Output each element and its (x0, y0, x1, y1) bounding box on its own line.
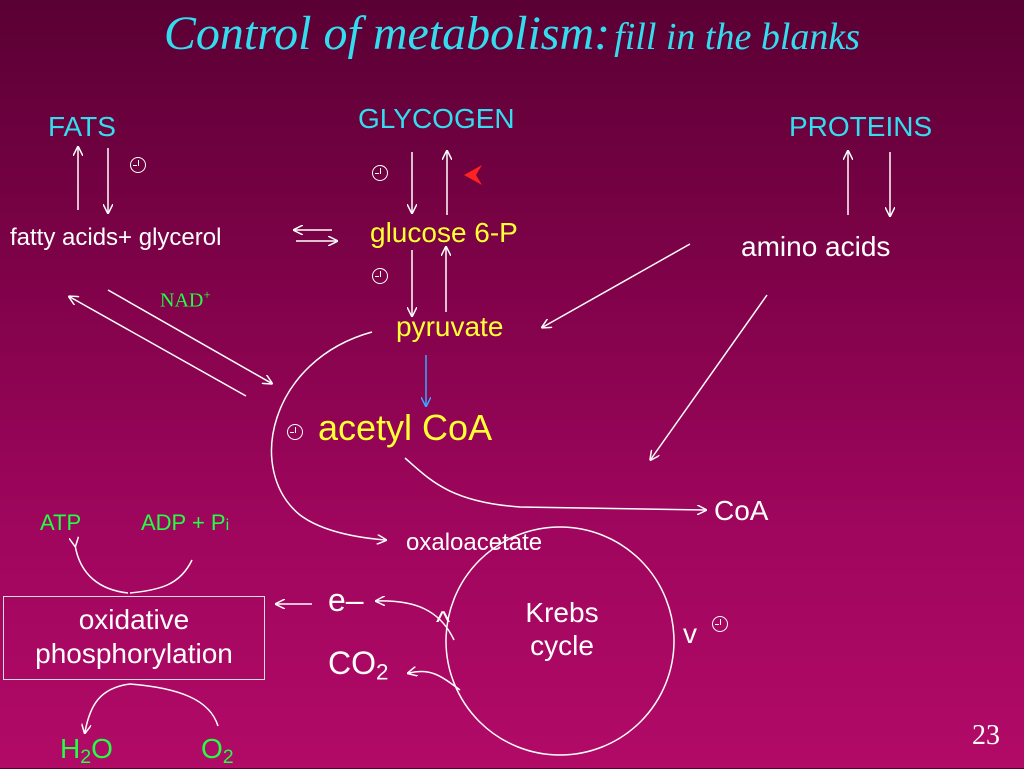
title-subtitle: fill in the blanks (614, 16, 861, 58)
coa-label: CoA (714, 495, 769, 526)
pointer-icon (464, 165, 482, 185)
h2o-subscript: 2 (80, 745, 92, 768)
oxaloacetate-label: oxaloacetate (406, 529, 543, 556)
fats-label: FATS (48, 111, 116, 142)
title-main: Control of metabolism: (163, 7, 611, 60)
nad-text: NAD (160, 289, 204, 312)
co2-label: CO2 (328, 645, 388, 686)
proteins-label: PROTEINS (789, 111, 933, 142)
krebs-line1: Krebs (525, 597, 599, 628)
co2-text: CO (328, 645, 376, 681)
krebs-cycle-label: Krebs cycle (510, 596, 614, 662)
glycogen-label: GLYCOGEN (358, 103, 515, 134)
caret-right: v (683, 618, 697, 649)
fatty-acids-label: fatty acids+ glycerol (10, 224, 222, 251)
clock-icon (372, 268, 388, 284)
atp-label: ATP (40, 510, 82, 535)
nad-superscript: + (203, 287, 211, 302)
h2o-o: O (91, 733, 113, 764)
adp-text: ADP + P (141, 510, 226, 535)
acetyl-coa-label: acetyl CoA (318, 407, 493, 448)
electron-label: e– (328, 582, 364, 618)
clock-icon (130, 157, 146, 173)
pyruvate-label: pyruvate (396, 311, 504, 342)
o2-o: O (201, 733, 223, 764)
clock-icon (712, 616, 728, 632)
clock-icon (372, 165, 388, 181)
box-line1: oxidative (78, 604, 190, 635)
slide-title: Control of metabolism: fill in the blank… (0, 6, 1024, 61)
o2-subscript: 2 (222, 745, 234, 768)
oxidative-phosphorylation-box: oxidative phosphorylation (3, 596, 265, 680)
caret-left: ^ (436, 606, 451, 639)
o2-label: O2 (201, 733, 234, 769)
glucose6p-label: glucose 6-P (370, 217, 518, 248)
co2-subscript: 2 (376, 659, 389, 685)
krebs-line2: cycle (530, 630, 594, 661)
page-number: 23 (972, 720, 1000, 751)
clock-icon (287, 424, 303, 440)
pi-subscript: i (225, 517, 230, 534)
nad-label: NAD+ (160, 287, 211, 313)
box-line2: phosphorylation (35, 638, 233, 669)
amino-acids-label: amino acids (741, 231, 891, 262)
h2o-label: H2O (60, 733, 113, 769)
h2o-h: H (60, 733, 81, 764)
adp-pi-label: ADP + Pi (141, 510, 229, 536)
